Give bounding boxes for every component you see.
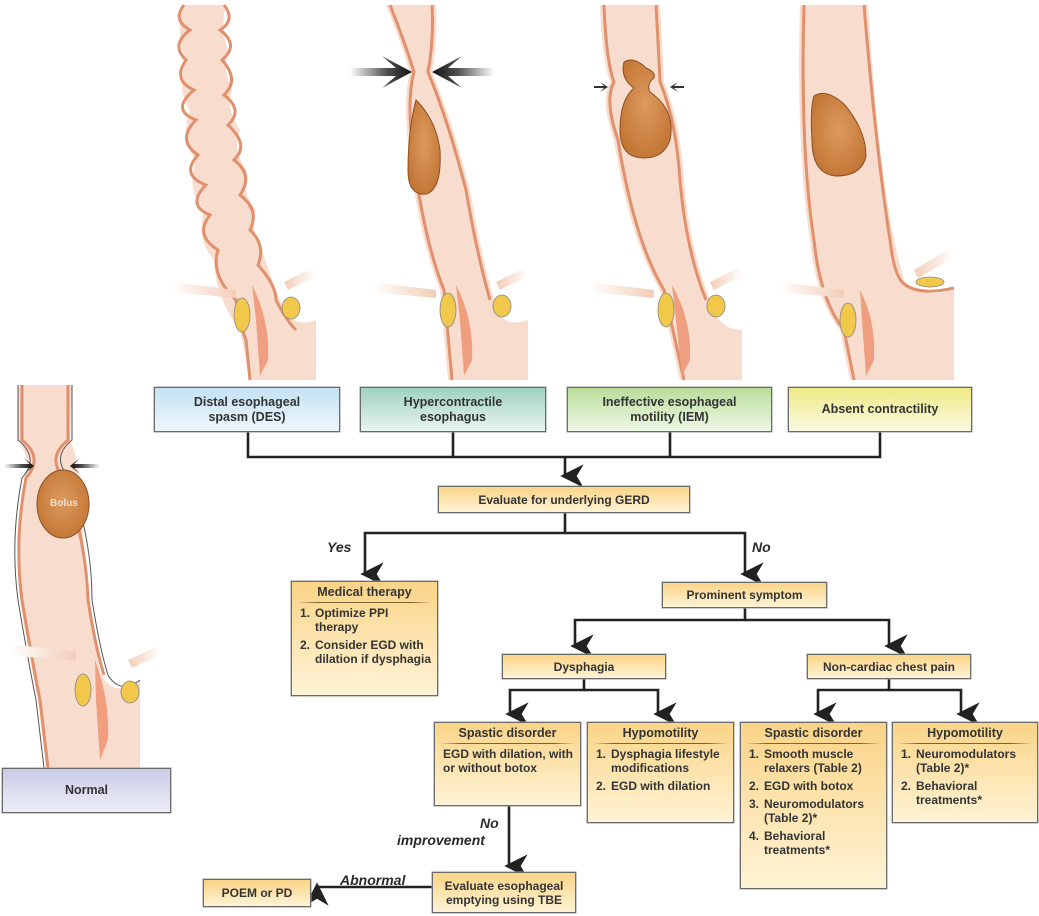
list-item: 2.Consider EGD with dilation if dysphagi…: [300, 638, 432, 666]
illustration-hypercontractile: [350, 4, 528, 381]
chest-spastic-box[interactable]: Spastic disorder 1.Smooth muscle relaxer…: [740, 722, 887, 889]
dysphagia-box[interactable]: Dysphagia: [502, 654, 666, 679]
dysphagia-spastic-text: EGD with dilation, with or without botox: [443, 747, 573, 775]
category-absent-contractility[interactable]: Absent contractility: [788, 387, 972, 432]
prominent-symptom-box[interactable]: Prominent symptom: [662, 582, 827, 608]
illustration-normal: [4, 385, 160, 769]
category-iem[interactable]: Ineffective esophageal motility (IEM): [567, 387, 772, 432]
chest-hypomotility-title: Hypomotility: [899, 723, 1031, 744]
dysphagia-hypomotility-box[interactable]: Hypomotility 1.Dysphagia lifestyle modif…: [587, 722, 734, 823]
list-item: 1.Dysphagia lifestyle modifications: [596, 747, 720, 775]
category-des[interactable]: Distal esophageal spasm (DES): [154, 387, 340, 432]
evaluate-gerd-text: Evaluate for underlying GERD: [478, 492, 650, 507]
category-hypercontractile-label: Hypercontractile esophagus: [403, 394, 503, 424]
medical-therapy-box[interactable]: Medical therapy 1.Optimize PPI therapy 2…: [291, 581, 438, 696]
list-item: 1.Smooth muscle relaxers (Table 2): [749, 747, 862, 775]
list-item: 2.EGD with botox: [749, 779, 854, 793]
prominent-symptom-text: Prominent symptom: [686, 588, 803, 602]
list-item: 4.Behavioral treatments*: [749, 829, 831, 857]
evaluate-tbe-text: Evaluate esophageal emptying using TBE: [444, 878, 564, 907]
bolus-label: Bolus: [50, 498, 78, 509]
no-label: No: [752, 539, 771, 555]
chest-spastic-title: Spastic disorder: [747, 723, 880, 744]
illustration-iem: [590, 4, 742, 381]
chest-hypomotility-box[interactable]: Hypomotility 1.Neuromodulators (Table 2)…: [892, 722, 1038, 823]
no-improvement-label-line1: No: [480, 815, 499, 831]
list-item: 3.Neuromodulators (Table 2)*: [749, 797, 865, 825]
poem-box[interactable]: POEM or PD: [203, 879, 311, 907]
dysphagia-spastic-title: Spastic disorder: [441, 723, 574, 744]
chest-pain-text: Non-cardiac chest pain: [822, 659, 956, 674]
evaluate-gerd-box[interactable]: Evaluate for underlying GERD: [438, 486, 690, 513]
list-item: 1.Optimize PPI therapy: [300, 606, 389, 634]
list-item: 1.Neuromodulators (Table 2)*: [901, 747, 1017, 775]
evaluate-tbe-box[interactable]: Evaluate esophageal emptying using TBE: [432, 872, 576, 913]
list-item: 2.EGD with dilation: [596, 779, 711, 793]
dysphagia-hypomotility-list: 1.Dysphagia lifestyle modifications 2.EG…: [596, 747, 727, 793]
chest-spastic-list: 1.Smooth muscle relaxers (Table 2) 2.EGD…: [749, 747, 880, 857]
category-normal-label: Normal: [64, 783, 109, 797]
connectors: [246, 432, 980, 906]
poem-text: POEM or PD: [221, 886, 293, 900]
dysphagia-spastic-box[interactable]: Spastic disorder EGD with dilation, with…: [434, 722, 581, 806]
medical-therapy-title: Medical therapy: [298, 582, 431, 603]
medical-therapy-list: 1.Optimize PPI therapy 2.Consider EGD wi…: [300, 606, 431, 666]
chest-hypomotility-list: 1.Neuromodulators (Table 2)* 2.Behaviora…: [901, 747, 1031, 807]
category-iem-label: Ineffective esophageal motility (IEM): [602, 394, 737, 424]
abnormal-label: Abnormal: [340, 872, 406, 888]
dysphagia-text: Dysphagia: [553, 659, 615, 674]
yes-label: Yes: [327, 539, 352, 555]
illustration-des: [172, 4, 316, 381]
category-des-label: Distal esophageal spasm (DES): [193, 394, 301, 424]
list-item: 2.Behavioral treatments*: [901, 779, 983, 807]
chest-pain-box[interactable]: Non-cardiac chest pain: [807, 654, 971, 679]
no-improvement-label-line2: improvement: [397, 832, 485, 848]
illustration-absent-contractility: [780, 4, 955, 381]
dysphagia-hypomotility-title: Hypomotility: [594, 723, 727, 744]
category-normal[interactable]: Normal: [2, 768, 171, 813]
category-hypercontractile[interactable]: Hypercontractile esophagus: [360, 387, 546, 432]
category-absent-contractility-label: Absent contractility: [821, 402, 939, 416]
